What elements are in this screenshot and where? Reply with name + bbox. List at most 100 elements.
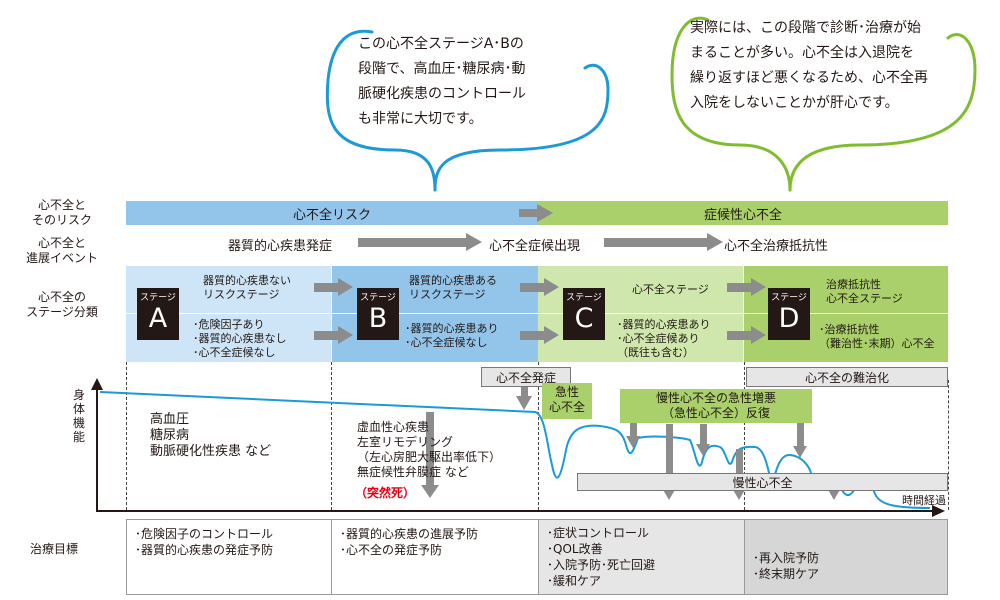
right-bubble-text: 実際には、この段階で診断･治療が始 まることが多い。心不全は入退院を 繰り返すほ… (690, 16, 960, 116)
stage-badge-letter: B (368, 303, 388, 334)
stage-a-diseases: 高血圧 糖尿病 動脈硬化性疾患 など (150, 412, 271, 460)
disease-line: 高血圧 (150, 412, 190, 427)
acute-exacerbation-box: 慢性心不全の急性増悪 （急性心不全）反復 (620, 389, 812, 423)
event-treatment-resistance: 心不全治療抵抗性 (724, 239, 829, 254)
disease-line: （左心房肥大駆出率低下） (357, 450, 502, 464)
y-axis-arrowhead (91, 378, 103, 390)
stage-badge-letter: C (574, 303, 594, 334)
row-label-line: 心不全と (37, 198, 86, 212)
stage-item: ･器質的心疾患あり (617, 318, 711, 331)
divider-ab (331, 362, 332, 510)
goal-stage-c: ･症状コントロール ･QOL改善 ･入院予防･死亡回避 ･緩和ケア (538, 519, 745, 595)
stage-c-title: 心不全ステージ (632, 283, 709, 297)
goal-line: ･QOL改善 (547, 542, 603, 556)
stage-d-badge: ステージ D (768, 288, 810, 340)
goal-line: ･器質的心疾患の進展予防 (340, 527, 479, 541)
risk-band: 心不全リスク (126, 201, 538, 225)
row-label-events: 心不全と 進展イベント (6, 236, 118, 266)
stage-item: （既往も含む） (617, 346, 694, 359)
bubble-line: 入院をしないことかが肝心です。 (690, 95, 899, 111)
divider-right (948, 380, 949, 510)
stage-badge-letter: D (778, 303, 800, 334)
acute-line: 急性 (554, 385, 579, 399)
exacerbation-line: （急性心不全）反復 (661, 406, 770, 420)
row-label-line: 心不全の (37, 290, 86, 304)
divider-bc (538, 362, 539, 510)
goal-line: ･緩和ケア (547, 574, 602, 588)
left-bubble-text: この心不全ステージA･Bの 段階で、高血圧･糖尿病･動 脈硬化疾患のコントロール… (358, 32, 588, 132)
stage-title-line: 器質的心疾患ある (409, 274, 497, 287)
divider-left (126, 362, 127, 510)
goal-line: ･心不全の発症予防 (340, 543, 443, 557)
goal-stage-d: ･再入院予防 ･終末期ケア (744, 519, 948, 595)
row-label-line: ステージ分類 (26, 305, 98, 319)
goal-line: ･症状コントロール (547, 526, 650, 540)
event-symptom-onset: 心不全症候出現 (489, 239, 581, 254)
right-bubble-outline-left (670, 16, 792, 192)
stage-c-badge: ステージ C (563, 288, 605, 340)
goal-line: ･器質的心疾患の発症予防 (135, 543, 274, 557)
goal-stage-b: ･器質的心疾患の進展予防 ･心不全の発症予防 (331, 519, 539, 595)
stage-d-items: ･治療抵抗性 （難治性･末期）心不全 (819, 323, 935, 351)
stage-b-diseases: 虚血性心疾患 左室リモデリング （左心房肥大駆出率低下） 無症候性弁膜症 など (357, 420, 501, 480)
stage-b-title: 器質的心疾患ある リスクステージ (409, 274, 497, 302)
bubble-line: まることが多い。心不全は入退院を (690, 45, 914, 61)
row-label-line: 機能 (72, 416, 85, 444)
stage-badge-prefix: ステージ (140, 293, 176, 303)
bubble-line: この心不全ステージA･Bの (358, 36, 524, 52)
bubble-line: 繰り返すほど悪くなるため、心不全再 (690, 70, 928, 86)
bubble-line: 脈硬化疾患のコントロール (358, 86, 526, 102)
bubble-line: も非常に大切です。 (358, 111, 483, 127)
row-label-line: そのリスク (31, 213, 92, 227)
stage-item: ･器質的心疾患なし (193, 332, 287, 345)
goal-line: ･危険因子のコントロール (135, 527, 274, 541)
stage-title-line: リスクステージ (409, 288, 486, 301)
exacerbation-line: 慢性心不全の急性増悪 (655, 391, 776, 405)
goal-line: ･入院予防･死亡回避 (547, 558, 656, 572)
stage-badge-prefix: ステージ (771, 293, 807, 303)
event-structural-onset: 器質的心疾患発症 (228, 239, 333, 254)
stage-item: （難治性･末期）心不全 (819, 337, 935, 350)
disease-line: 糖尿病 (150, 428, 190, 443)
stage-badge-prefix: ステージ (360, 293, 396, 303)
right-bubble-outline-right (788, 33, 977, 192)
refractory-box: 心不全の難治化 (746, 367, 948, 387)
row-label-stages: 心不全の ステージ分類 (6, 290, 118, 320)
acute-line: 心不全 (548, 400, 585, 414)
stage-item: ･心不全症候あり (617, 332, 700, 345)
stage-item: ･危険因子あり (193, 318, 265, 331)
symptomatic-band: 症候性心不全 (538, 201, 948, 225)
stage-a-badge: ステージ A (137, 288, 179, 340)
risk-band-arrow (519, 204, 553, 222)
row-label-function: 身体 機能 (70, 388, 88, 444)
row-label-line: 心不全と (37, 236, 86, 250)
stage-b-badge: ステージ B (357, 288, 399, 340)
stage-title-line: リスクステージ (203, 288, 280, 301)
stage-b-items: ･器質的心疾患あり ･心不全症候なし (405, 322, 499, 350)
stage-title-line: 治療抵抗性 (826, 278, 881, 291)
row-label-line: 身体 (72, 388, 85, 416)
stage-badge-prefix: ステージ (566, 293, 602, 303)
divider-cd (744, 362, 745, 510)
disease-line: 動脈硬化性疾患 など (150, 444, 272, 459)
bubble-line: 段階で、高血圧･糖尿病･動 (358, 61, 526, 77)
goal-stage-a: ･危険因子のコントロール ･器質的心疾患の発症予防 (126, 519, 332, 595)
row-label-line: 進展イベント (25, 251, 98, 265)
sudden-death-label: （突然死） (355, 486, 416, 500)
risk-band-label: 心不全リスク (292, 207, 371, 223)
time-axis-label: 時間経過 (902, 494, 946, 507)
row-label-goals: 治療目標 (30, 542, 79, 556)
stage-item: ･心不全症候なし (193, 346, 276, 359)
chronic-heart-failure-box: 慢性心不全 (577, 473, 948, 491)
stage-badge-letter: A (148, 303, 168, 334)
stage-item: ･器質的心疾患あり (405, 322, 499, 335)
disease-line: 無症候性弁膜症 など (357, 465, 469, 479)
left-bubble-outline-right (433, 63, 610, 192)
heart-failure-onset-box: 心不全発症 (481, 367, 571, 387)
left-bubble-outline (325, 29, 437, 192)
stage-item: ･心不全症候なし (405, 336, 488, 349)
stage-item: ･治療抵抗性 (819, 323, 880, 336)
